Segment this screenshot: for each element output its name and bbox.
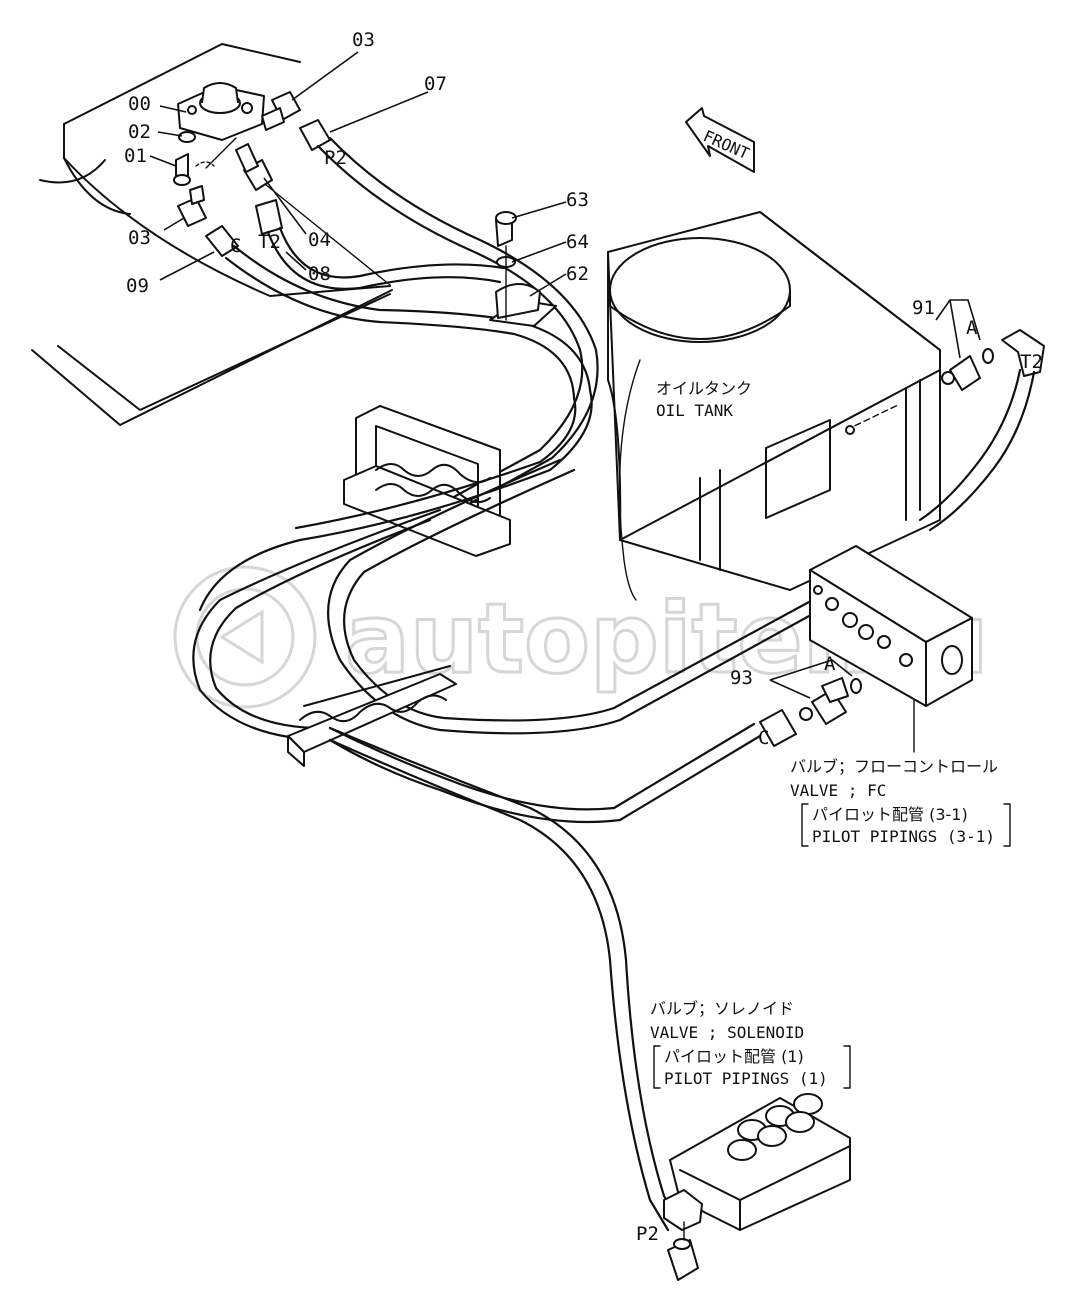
hoses-main-loop [192,388,822,742]
valve-solenoid-caption: バルブ；ソレノイド VALVE ; SOLENOID パイロット配管 (1) P… [650,999,851,1089]
hoses-upper [224,136,599,522]
port-label-p2-solenoid: P2 [636,1223,659,1245]
part-label-02: 02 [128,121,151,143]
port-label-t2-cab: T2 [258,231,281,253]
port-label-t2-tank: T2 [1020,351,1043,373]
part-label-03-upper: 03 [352,29,375,51]
oil-tank-label-jp: オイルタンク [656,379,752,398]
fitting-93-assembly [759,659,862,747]
valve-solenoid-label-jp: バルブ；ソレノイド [650,999,794,1018]
port-label-c-cab: C [230,235,241,257]
part-label-91: 91 [912,297,935,319]
fitting-91-assembly [918,299,1045,532]
part-label-08: 08 [308,263,331,285]
hose-bracket-lower [287,665,457,767]
port-label-c-valve: C [758,727,769,749]
oil-tank-label-en: OIL TANK [656,401,733,420]
port-label-a-tank: A [966,317,978,339]
valve-fc-label-jp: バルブ；フローコントロール [790,757,998,776]
clamp-62-assembly [489,211,557,327]
floor-plate [31,43,393,426]
part-label-62: 62 [566,263,589,285]
part-label-03-lower: 03 [128,227,151,249]
part-label-01: 01 [124,145,147,167]
part-label-07: 07 [424,73,447,95]
valve-fc-ref-en: PILOT PIPINGS (3-1) [812,827,995,846]
oil-tank-caption: オイルタンク OIL TANK [656,379,752,420]
hose-to-solenoid [328,722,762,1232]
valve-fc-ref-jp: パイロット配管 (3-1) [812,805,968,824]
part-labels: 00 02 01 03 03 04 07 08 09 63 64 62 91 9… [124,29,1043,1245]
pilot-valve-assembly [173,82,301,227]
front-arrow: FRONT [685,107,755,173]
hose-end-fittings-upper [205,119,331,257]
part-label-04: 04 [308,229,331,251]
part-label-93: 93 [730,667,753,689]
oil-tank [607,211,941,601]
valve-solenoid-ref-en: PILOT PIPINGS (1) [664,1069,828,1088]
part-label-09: 09 [126,275,149,297]
part-label-64: 64 [566,231,589,253]
port-label-a-valve: A [824,653,836,675]
valve-fc-label-en: VALVE ; FC [790,781,886,800]
part-label-00: 00 [128,93,151,115]
valve-fc-caption: バルブ；フローコントロール VALVE ; FC パイロット配管 (3-1) P… [790,757,1011,847]
flow-control-valve-block [809,545,973,753]
valve-solenoid-ref-jp: パイロット配管 (1) [664,1047,804,1066]
solenoid-valve [663,1093,851,1281]
valve-solenoid-label-en: VALVE ; SOLENOID [650,1023,804,1042]
part-label-63: 63 [566,189,589,211]
port-label-p2-cab: P2 [324,147,347,169]
leader-lines [149,51,567,297]
